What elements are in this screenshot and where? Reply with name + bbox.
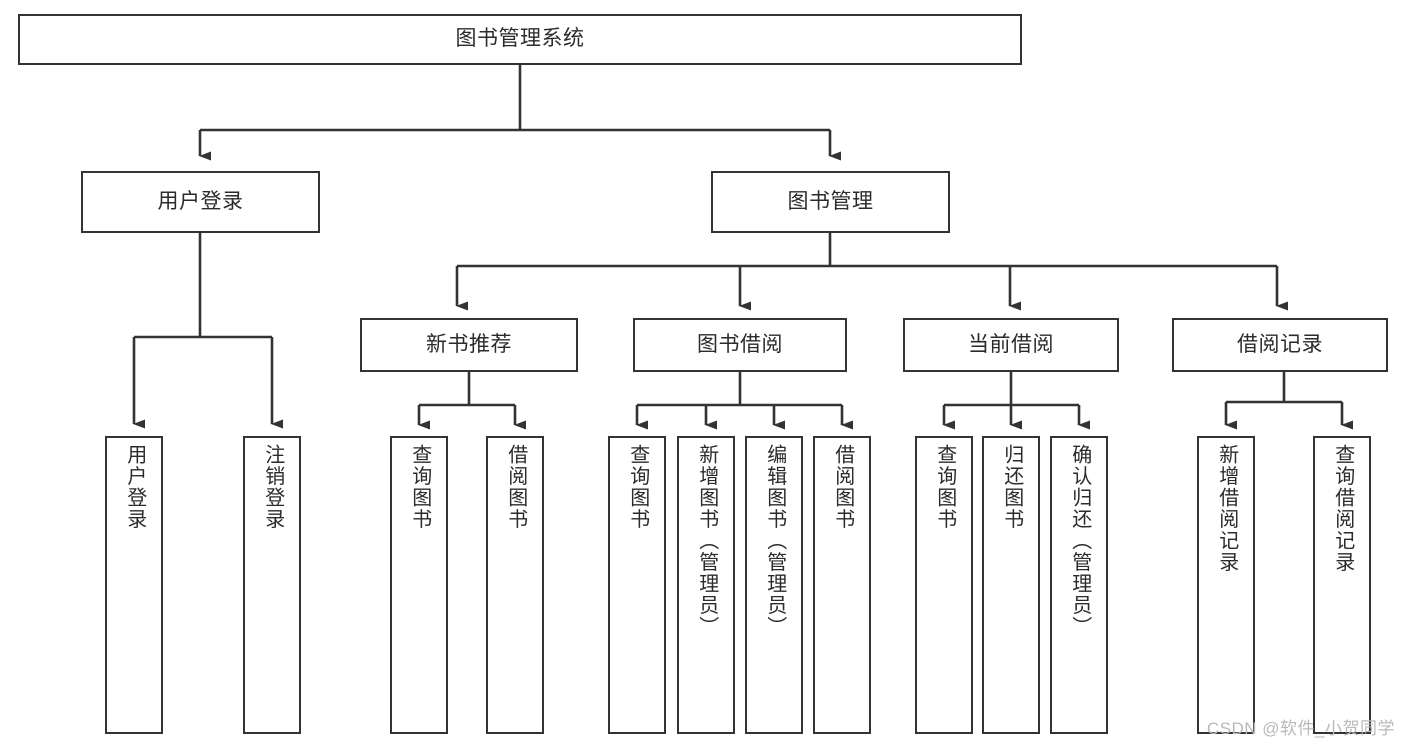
node-root-label: 图书管理系统	[455, 27, 585, 51]
node-leaf-confirm-return-label: 确认归还（管理员）	[1068, 444, 1091, 638]
node-leaf-borrow-book-2-label: 借阅图书	[831, 444, 854, 530]
node-borrow-record-label: 借阅记录	[1237, 332, 1323, 356]
node-new-book-rec-label: 新书推荐	[426, 332, 512, 356]
node-leaf-user-logout-label: 注销登录	[261, 444, 284, 530]
node-leaf-edit-book-label: 编辑图书（管理员）	[763, 444, 786, 638]
node-leaf-user-login-label: 用户登录	[123, 444, 146, 530]
node-borrow-record[interactable]: 借阅记录	[1172, 318, 1388, 372]
node-leaf-query-book-1[interactable]: 查询图书	[390, 436, 448, 734]
node-current-borrow-label: 当前借阅	[968, 332, 1054, 356]
node-leaf-confirm-return[interactable]: 确认归还（管理员）	[1050, 436, 1108, 734]
node-new-book-rec[interactable]: 新书推荐	[360, 318, 578, 372]
watermark: CSDN @软件_小贺同学	[1206, 719, 1395, 738]
node-book-manage-label: 图书管理	[787, 189, 874, 213]
node-leaf-query-record[interactable]: 查询借阅记录	[1313, 436, 1371, 734]
node-user-login-label: 用户登录	[157, 189, 244, 213]
node-user-login[interactable]: 用户登录	[81, 171, 320, 233]
node-leaf-add-book-label: 新增图书（管理员）	[695, 444, 718, 638]
node-leaf-user-logout[interactable]: 注销登录	[243, 436, 301, 734]
node-book-borrow[interactable]: 图书借阅	[633, 318, 847, 372]
node-leaf-borrow-book-1-label: 借阅图书	[504, 444, 527, 530]
node-leaf-query-record-label: 查询借阅记录	[1331, 444, 1354, 573]
node-leaf-add-record-label: 新增借阅记录	[1215, 444, 1238, 573]
node-leaf-query-book-2-label: 查询图书	[626, 444, 649, 530]
node-book-manage[interactable]: 图书管理	[711, 171, 950, 233]
node-root[interactable]: 图书管理系统	[18, 14, 1022, 65]
node-leaf-query-book-2[interactable]: 查询图书	[608, 436, 666, 734]
node-book-borrow-label: 图书借阅	[697, 332, 783, 356]
node-leaf-borrow-book-2[interactable]: 借阅图书	[813, 436, 871, 734]
node-leaf-borrow-book-1[interactable]: 借阅图书	[486, 436, 544, 734]
node-leaf-return-book-label: 归还图书	[1000, 444, 1023, 530]
node-leaf-query-book-1-label: 查询图书	[408, 444, 431, 530]
node-current-borrow[interactable]: 当前借阅	[903, 318, 1119, 372]
node-leaf-query-book-3[interactable]: 查询图书	[915, 436, 973, 734]
node-leaf-return-book[interactable]: 归还图书	[982, 436, 1040, 734]
node-leaf-add-book[interactable]: 新增图书（管理员）	[677, 436, 735, 734]
node-leaf-edit-book[interactable]: 编辑图书（管理员）	[745, 436, 803, 734]
node-leaf-add-record[interactable]: 新增借阅记录	[1197, 436, 1255, 734]
node-leaf-query-book-3-label: 查询图书	[933, 444, 956, 530]
node-leaf-user-login[interactable]: 用户登录	[105, 436, 163, 734]
